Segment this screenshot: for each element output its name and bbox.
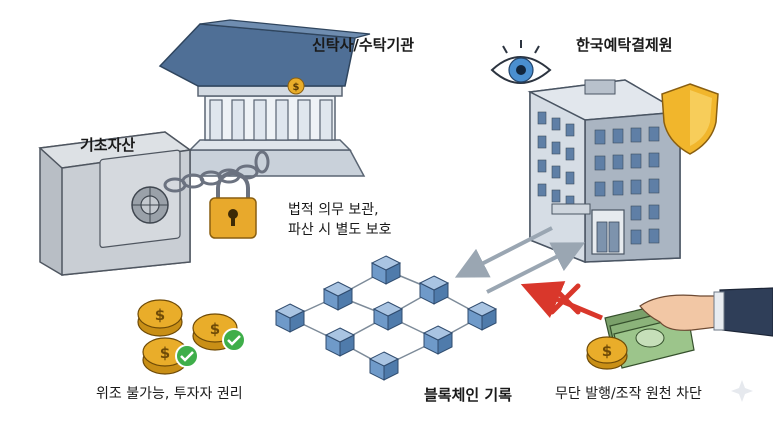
block-cube-icon [368,351,400,381]
blockchain-record-label: 블록체인 기록 [424,386,513,404]
eye-icon [490,40,552,84]
sync-arrows-icon [454,226,586,294]
hand-cash-icon [604,287,773,369]
csd-label: 한국예탁결제원 [576,36,673,54]
coin-stack-right-icon: $ [586,336,628,370]
block-cube-icon [274,303,306,333]
block-cube-icon [322,281,354,311]
block-cube-icon [418,275,450,305]
coin-stack-left-icon: $ $ $ [137,299,246,375]
coin-symbol: $ [155,306,165,324]
blockchain-network-icon [274,255,498,381]
block-unauthorized-label: 무단 발행/조작 원천 차단 [555,386,702,402]
trustee-label: 신탁사/수탁기관 [312,36,415,54]
shield-icon [661,83,719,155]
coin-symbol: $ [160,344,170,362]
block-cube-icon [372,301,404,331]
check-icon [175,344,199,368]
safe-icon [38,131,192,276]
check-icon [222,328,246,352]
legal-custody-label-line1: 법적 의무 보관, [288,202,379,218]
blocked-arrow-icon [520,281,603,321]
bank-coin-symbol: $ [293,82,300,93]
coin-symbol: $ [602,342,612,360]
underlying-asset-label: 기초자산 [80,136,136,154]
block-cube-icon [370,255,402,285]
bank-building-icon: $ [158,19,371,177]
coin-symbol: $ [210,320,220,338]
sparkle-icon [731,380,753,402]
block-cube-icon [422,325,454,355]
legal-custody-label-line2: 파산 시 별도 보호 [288,222,392,238]
block-cube-icon [466,301,498,331]
padlock-icon [209,171,257,239]
office-building-icon [527,79,683,264]
anti-forgery-label: 위조 불가능, 투자자 권리 [96,386,243,402]
block-cube-icon [324,327,356,357]
